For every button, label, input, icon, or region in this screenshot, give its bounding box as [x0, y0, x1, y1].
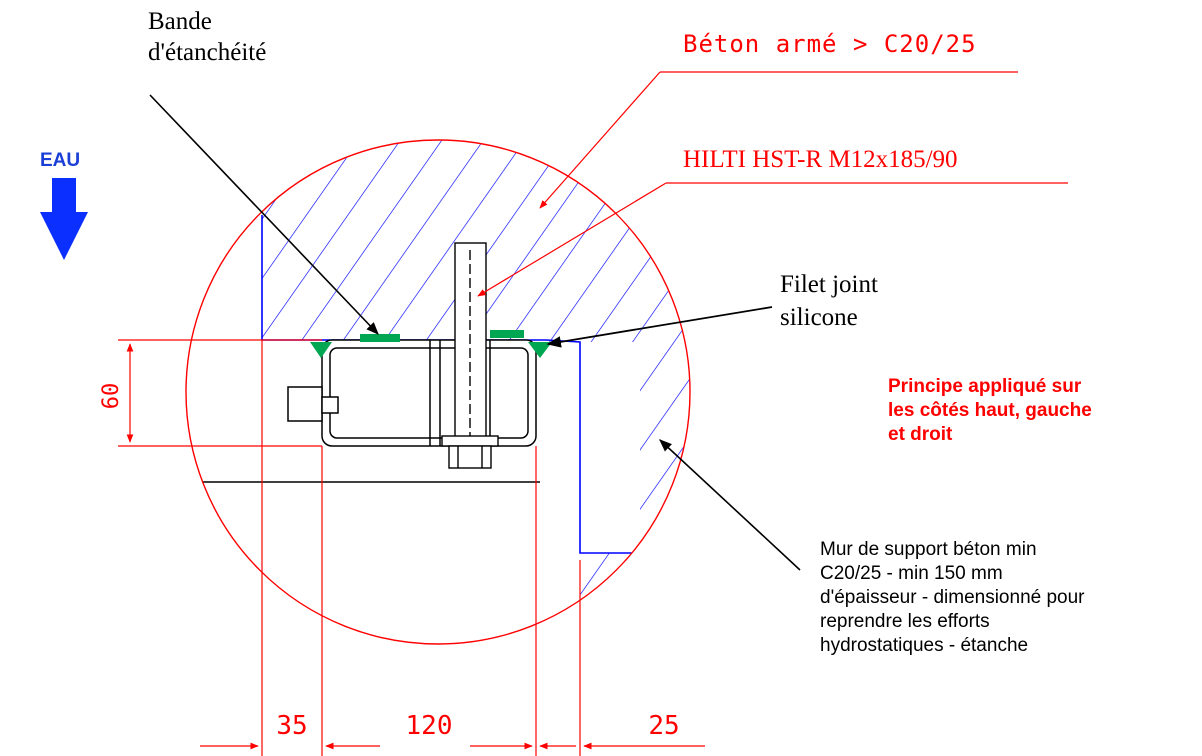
dimension-lines: [118, 339, 705, 756]
sealing-elements: [310, 330, 552, 358]
dim-text-60: 60: [99, 383, 124, 410]
label-mur-line-2: C20/25 - min 150 mm: [820, 563, 1003, 584]
frame-profile: [287, 339, 537, 447]
label-bande-etancheite: Bande d'étanchéité: [148, 6, 308, 68]
label-filet-joint: Filet joint silicone: [780, 268, 940, 334]
label-principe: Principe appliqué sur les côtés haut, ga…: [888, 375, 1198, 447]
sealing-band-right: [490, 330, 524, 338]
label-filet-line-1: Filet joint: [780, 271, 878, 298]
label-mur-line-3: d'épaisseur - dimensionné pour: [820, 587, 1085, 608]
bolt-nut: [448, 445, 492, 469]
profile-handle-stem: [321, 396, 339, 414]
label-filet-line-2: silicone: [780, 304, 858, 331]
dim-text-35: 35: [276, 711, 307, 741]
arrow-down-icon: [40, 178, 88, 260]
label-principe-line-1: Principe appliqué sur: [888, 376, 1082, 397]
detail-circle: [185, 139, 691, 645]
label-eau: EAU: [40, 150, 81, 171]
profile-inner: [329, 347, 529, 439]
sealing-band-left: [360, 334, 400, 342]
leader-filet: [546, 306, 773, 348]
label-hilti-anchor: HILTI HST-R M12x185/90: [683, 146, 958, 173]
label-bande-line-1: Bande: [148, 8, 212, 35]
label-principe-line-2: les côtés haut, gauche: [888, 400, 1092, 421]
label-beton-arme: Béton armé > C20/25: [683, 30, 977, 58]
leader-mur: [659, 439, 801, 571]
leader-lines: [149, 71, 1068, 571]
label-bande-line-2: d'étanchéité: [148, 39, 267, 66]
label-mur-line-1: Mur de support béton min: [820, 539, 1037, 560]
label-mur-line-5: hydrostatiques - étanche: [820, 635, 1029, 656]
profile-handle: [287, 386, 323, 422]
leader-hilti: [477, 182, 667, 297]
concrete-slab-hatch: [262, 140, 690, 640]
leader-beton: [539, 71, 661, 209]
label-mur-line-4: reprendre les efforts: [820, 611, 990, 632]
dim-text-25: 25: [648, 711, 679, 741]
label-mur-support: Mur de support béton min C20/25 - min 15…: [820, 538, 1200, 658]
silicone-fillet-right: [528, 342, 552, 358]
bolt-washer: [441, 435, 499, 447]
leader-bande: [149, 94, 379, 335]
silicone-fillet-left: [310, 342, 332, 358]
label-principe-line-3: et droit: [888, 424, 953, 445]
anchor-bolt: [441, 242, 499, 469]
dim-text-120: 120: [406, 711, 453, 741]
